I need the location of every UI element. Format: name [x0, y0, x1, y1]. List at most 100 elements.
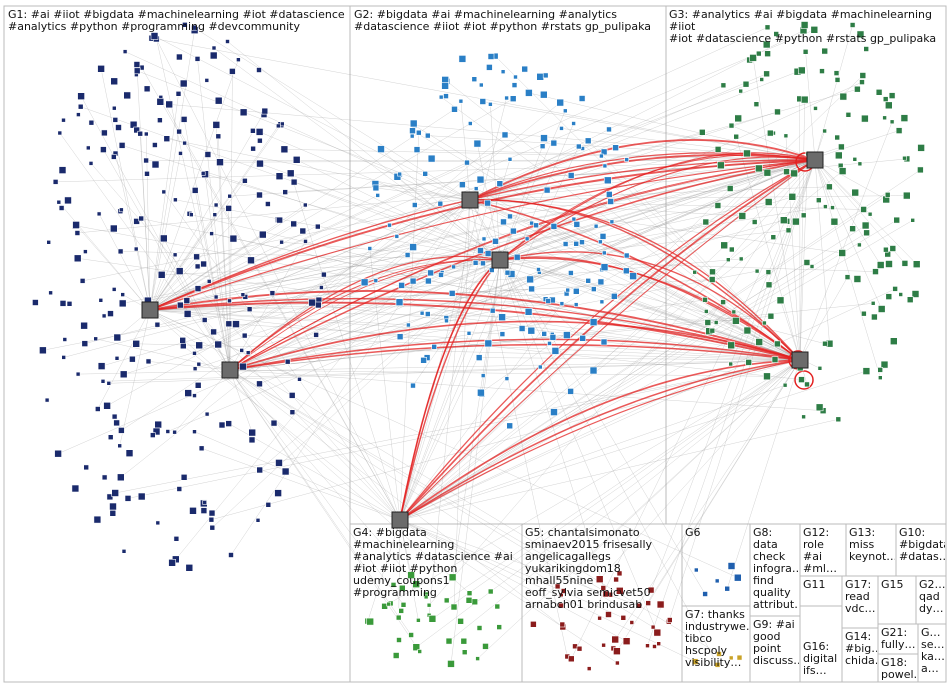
- node: [418, 650, 422, 654]
- hub-node: [462, 192, 478, 208]
- node: [212, 46, 216, 50]
- node: [760, 78, 764, 82]
- node: [820, 69, 825, 74]
- group-box-g1: [4, 6, 350, 682]
- group-label-g21: G21: fully…: [881, 627, 917, 651]
- node: [226, 205, 232, 211]
- node: [193, 367, 197, 371]
- node: [482, 237, 486, 241]
- node: [428, 270, 434, 276]
- node: [421, 357, 427, 363]
- node: [541, 135, 548, 142]
- node: [412, 203, 417, 208]
- node: [152, 161, 159, 168]
- node: [525, 237, 529, 241]
- node: [195, 286, 201, 292]
- node: [566, 288, 570, 292]
- node: [734, 574, 741, 581]
- node: [721, 83, 726, 88]
- edge: [291, 173, 400, 520]
- node: [514, 254, 520, 260]
- node: [585, 138, 591, 144]
- node: [613, 145, 619, 151]
- node: [396, 299, 403, 306]
- node: [112, 490, 119, 497]
- node: [852, 189, 859, 196]
- node: [823, 205, 827, 209]
- node: [184, 310, 191, 317]
- node: [791, 170, 798, 177]
- node: [250, 128, 255, 133]
- node: [180, 80, 187, 87]
- node: [209, 517, 214, 522]
- node: [714, 321, 718, 325]
- node: [266, 502, 271, 507]
- node: [367, 618, 374, 625]
- node: [728, 563, 735, 570]
- node: [249, 437, 255, 443]
- edge: [753, 58, 800, 360]
- node: [160, 235, 167, 242]
- node: [226, 421, 232, 427]
- node: [173, 430, 177, 434]
- edge: [800, 100, 805, 360]
- node: [886, 294, 892, 300]
- node: [907, 297, 913, 303]
- node: [568, 271, 573, 276]
- node: [257, 467, 263, 473]
- group-label-g12: G12: role #ai #ml…: [803, 527, 845, 575]
- node: [280, 122, 284, 126]
- node: [530, 221, 534, 225]
- node: [102, 314, 106, 318]
- node: [801, 213, 806, 218]
- node: [177, 487, 182, 492]
- node: [195, 56, 200, 61]
- node: [667, 618, 672, 623]
- node: [228, 194, 232, 198]
- node: [766, 282, 772, 288]
- node: [427, 603, 431, 607]
- node: [179, 151, 183, 155]
- node: [580, 240, 585, 245]
- node: [240, 109, 247, 116]
- hub-node: [392, 512, 408, 528]
- node: [205, 78, 209, 82]
- node: [78, 93, 85, 100]
- node: [276, 124, 280, 128]
- node: [291, 221, 297, 227]
- node: [199, 446, 204, 451]
- node: [883, 247, 888, 252]
- node: [280, 240, 284, 244]
- node: [599, 154, 603, 158]
- edge: [230, 271, 757, 370]
- edge: [150, 109, 455, 310]
- edge: [81, 96, 230, 370]
- node: [858, 162, 862, 166]
- node: [764, 169, 771, 176]
- node: [134, 68, 140, 74]
- node: [477, 626, 482, 631]
- node: [203, 501, 207, 505]
- node: [164, 136, 170, 142]
- node: [271, 420, 277, 426]
- node: [158, 271, 165, 278]
- node: [99, 298, 103, 302]
- node: [762, 321, 766, 325]
- node: [242, 333, 247, 338]
- node: [543, 73, 548, 78]
- node: [563, 109, 567, 113]
- group-label-g14: G14: #big… chida…: [845, 631, 877, 667]
- node: [725, 586, 730, 591]
- node: [228, 299, 232, 303]
- node: [214, 295, 218, 299]
- node: [530, 621, 536, 627]
- node: [871, 314, 877, 320]
- node: [615, 661, 619, 665]
- node: [241, 293, 245, 297]
- node: [836, 417, 841, 422]
- edge: [400, 231, 513, 520]
- node: [606, 191, 612, 197]
- node: [98, 65, 105, 72]
- node: [743, 81, 749, 87]
- node: [732, 317, 739, 324]
